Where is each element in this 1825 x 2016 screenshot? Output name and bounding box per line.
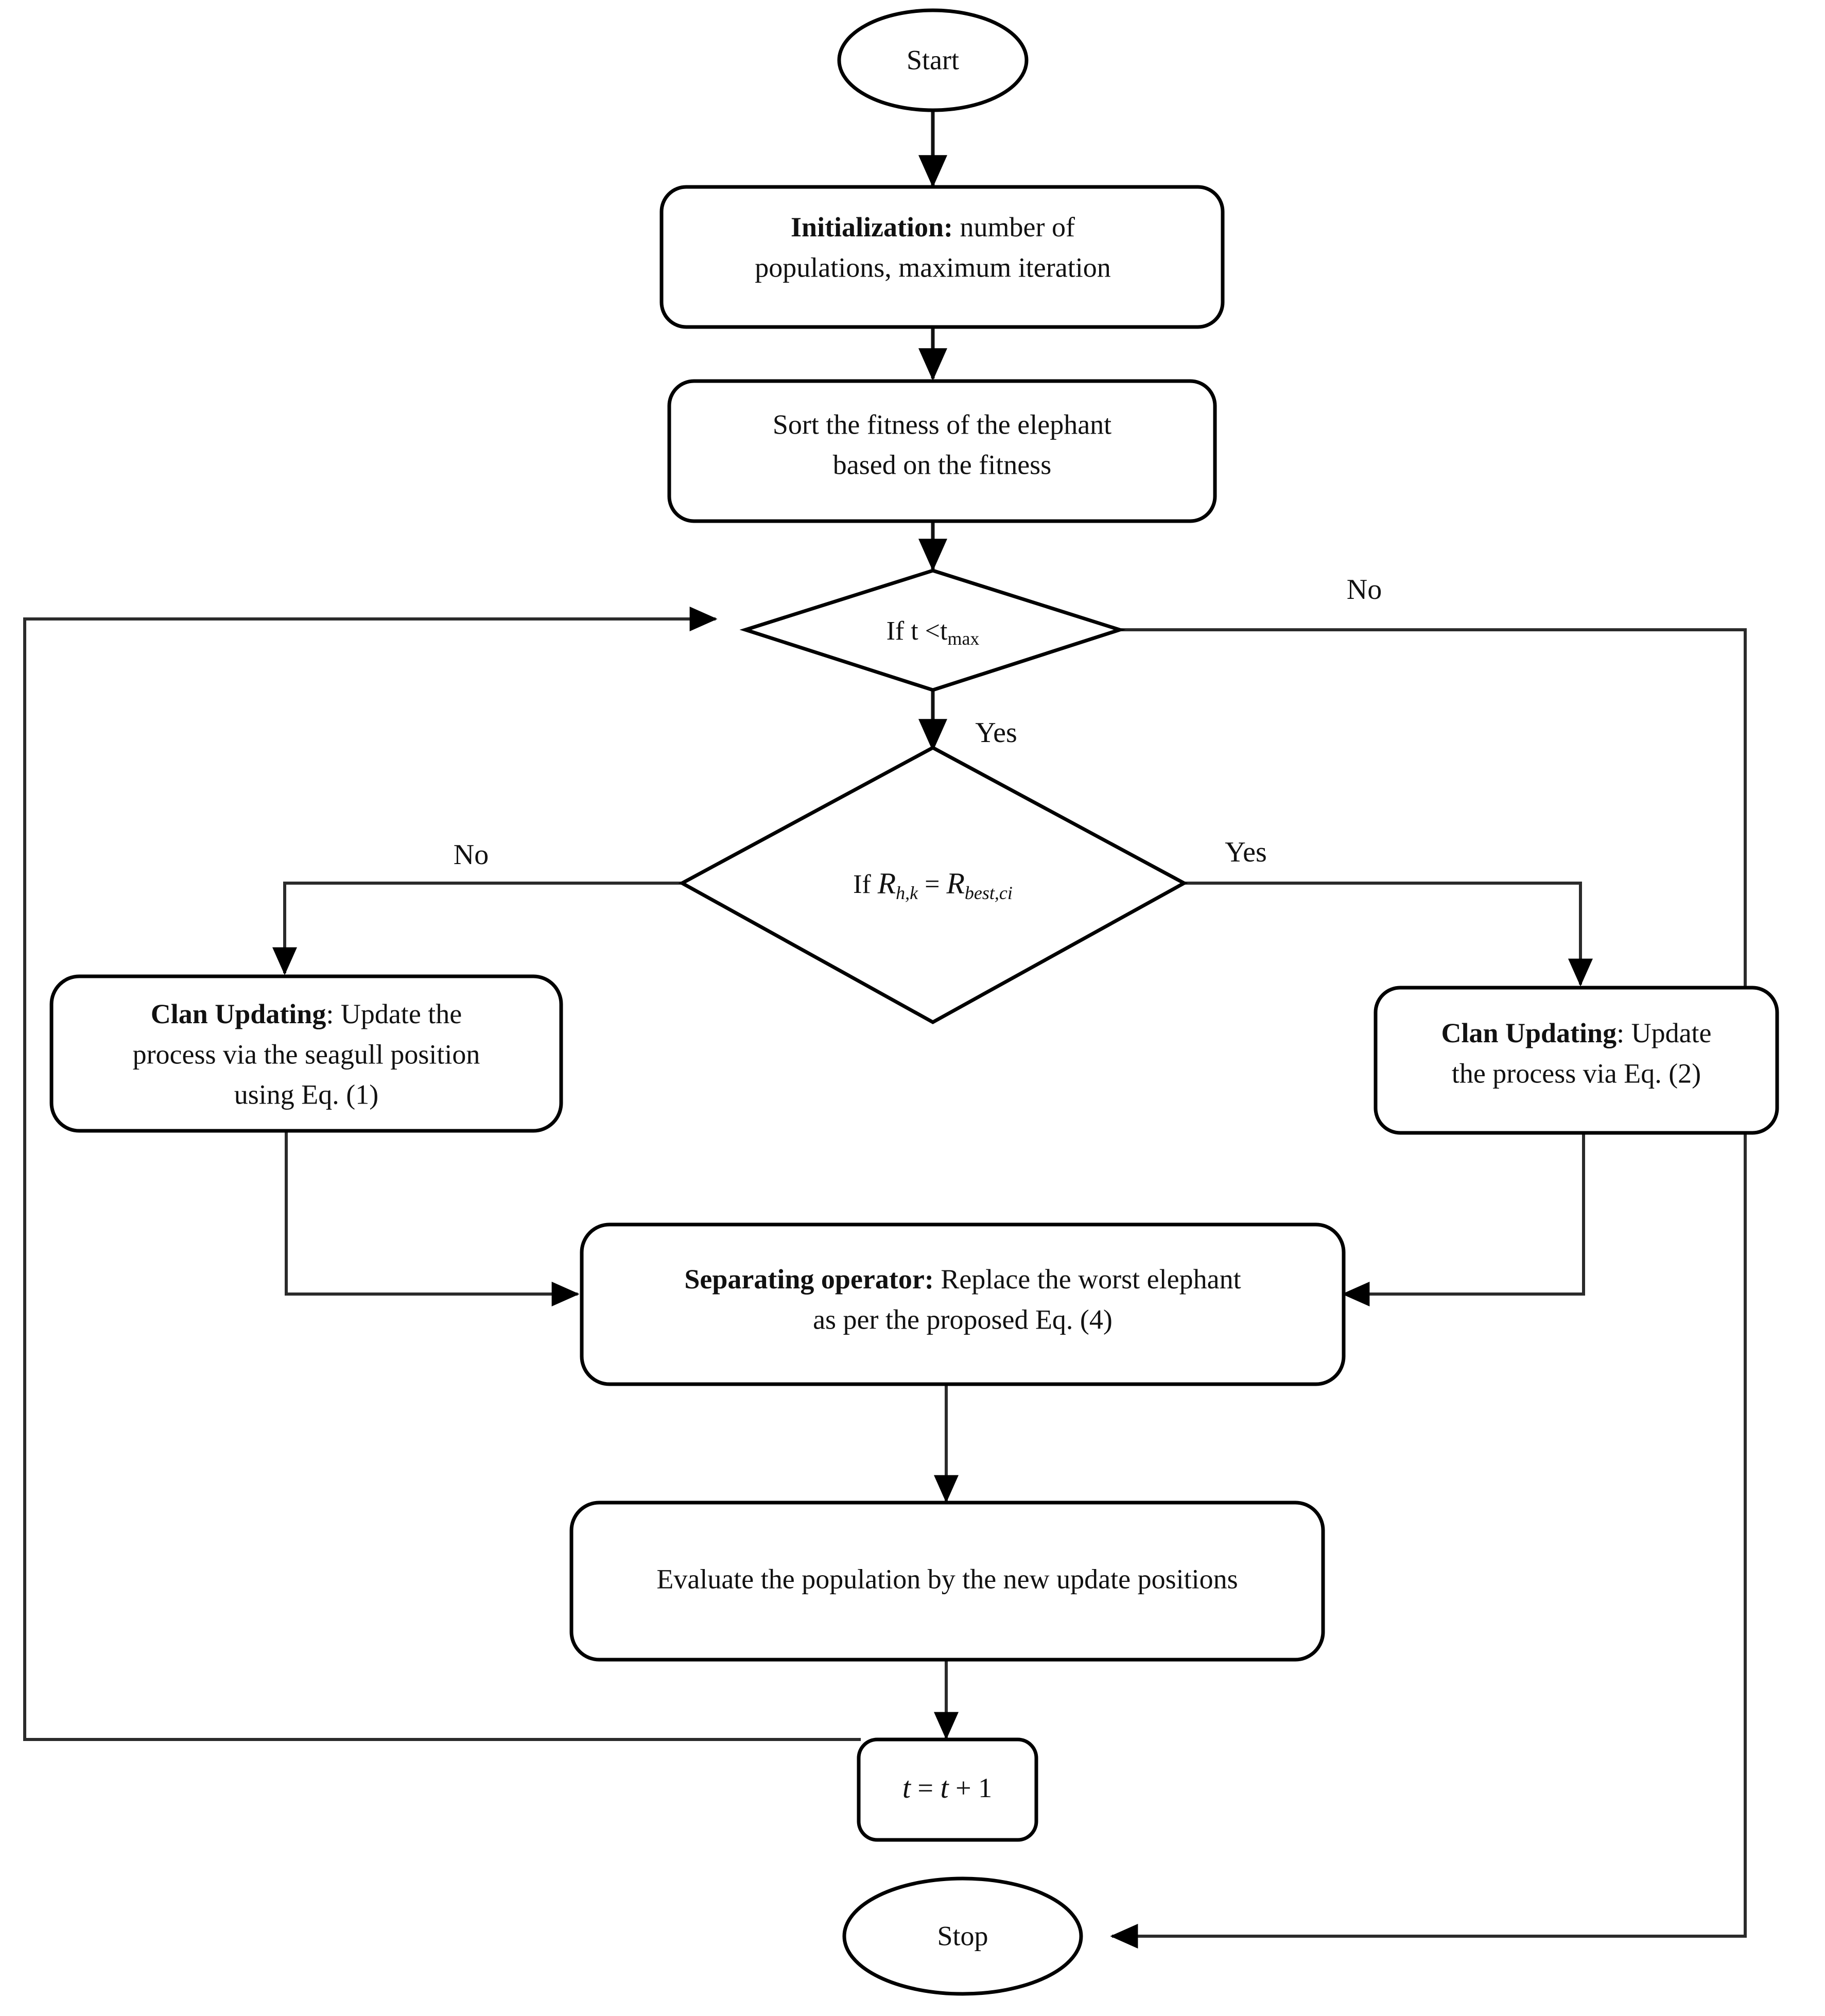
node-sort-fitness[interactable]: Sort the fitness of the elephant based o…: [667, 379, 1217, 523]
clan-left-line3: using Eq. (1): [234, 1079, 378, 1110]
clan-left-box: [49, 974, 563, 1133]
node-evaluate[interactable]: Evaluate the population by the new updat…: [569, 1501, 1325, 1662]
decision-best-eq: =: [918, 870, 946, 899]
initialization-line1: Initialization: number of: [791, 212, 1075, 243]
clan-left-bold: Clan Updating: [151, 998, 326, 1029]
edge-clan-left-to-separating: [285, 1131, 580, 1306]
edge-label-best-no: No: [454, 839, 489, 871]
increment-t1: t: [902, 1771, 912, 1804]
separating-line1: Separating operator: Replace the worst e…: [684, 1264, 1241, 1295]
edge-decision-best-yes-to-clan-right: [1181, 882, 1593, 987]
decision-best-label: If Rh,k = Rbest,ci: [853, 867, 1013, 903]
node-decision-iter[interactable]: If t <tmax: [739, 568, 1126, 692]
initialization-box: [659, 185, 1225, 329]
initialization-line2: populations, maximum iteration: [755, 252, 1110, 283]
clan-right-line2: the process via Eq. (2): [1452, 1058, 1701, 1089]
node-decision-best[interactable]: If Rh,k = Rbest,ci: [678, 746, 1188, 1025]
decision-iter-diamond: [739, 568, 1126, 692]
node-clan-right[interactable]: Clan Updating: Update the process via Eq…: [1374, 986, 1779, 1135]
decision-best-r2: R: [946, 867, 964, 900]
edge-label-iter-no: No: [1347, 574, 1382, 606]
edge-label-iter-yes: Yes: [975, 717, 1017, 749]
edge-label-best-yes: Yes: [1225, 836, 1266, 868]
start-label: Start: [907, 44, 959, 75]
clan-left-line2: process via the seagull position: [133, 1039, 480, 1070]
clan-right-box: [1374, 986, 1779, 1135]
edge-clan-right-to-separating: [1342, 1133, 1585, 1306]
decision-best-r2-sub: best,ci: [965, 883, 1013, 903]
increment-t2: t: [941, 1771, 950, 1804]
clan-left-line1: Clan Updating: Update the: [151, 998, 462, 1029]
sort-fitness-line2: based on the fitness: [833, 449, 1051, 480]
decision-best-r1-sub: h,k: [896, 883, 918, 903]
edge-increment-to-decision-iter: [23, 607, 861, 1741]
node-start[interactable]: Start: [837, 8, 1029, 112]
separating-bold: Separating operator:: [684, 1264, 933, 1295]
edge-decision-best-no-to-clan-left: [272, 882, 685, 975]
edge-decision-iter-no-to-stop: [1110, 628, 1747, 1949]
increment-plus: + 1: [949, 1772, 992, 1803]
node-clan-left[interactable]: Clan Updating: Update the process via th…: [49, 974, 563, 1133]
decision-iter-sub: max: [947, 628, 979, 649]
sort-fitness-box: [667, 379, 1217, 523]
node-increment[interactable]: t = t + 1: [857, 1737, 1038, 1842]
increment-label: t = t + 1: [902, 1771, 992, 1804]
separating-rest: Replace the worst elephant: [934, 1264, 1241, 1295]
sort-fitness-line1: Sort the fitness of the elephant: [773, 409, 1111, 440]
stop-label: Stop: [937, 1920, 988, 1951]
decision-best-if: If: [853, 870, 878, 899]
evaluate-label: Evaluate the population by the new updat…: [656, 1563, 1238, 1594]
node-separating[interactable]: Separating operator: Replace the worst e…: [580, 1222, 1346, 1386]
separating-box: [580, 1222, 1346, 1386]
node-stop[interactable]: Stop: [842, 1876, 1083, 1996]
separating-line2: as per the proposed Eq. (4): [813, 1304, 1113, 1335]
decision-iter-main: If t <t: [887, 616, 948, 646]
clan-right-line1: Clan Updating: Update: [1441, 1018, 1711, 1048]
stop-ellipse: [842, 1876, 1083, 1996]
evaluate-box: [569, 1501, 1325, 1662]
decision-best-r1: R: [877, 867, 896, 900]
node-initialization[interactable]: Initialization: number of populations, m…: [659, 185, 1225, 329]
initialization-rest: number of: [953, 212, 1075, 243]
clan-left-rest: : Update the: [326, 998, 462, 1029]
clan-right-bold: Clan Updating: [1441, 1018, 1617, 1048]
decision-best-diamond: [678, 746, 1188, 1025]
increment-box: [857, 1737, 1038, 1842]
start-ellipse: [837, 8, 1029, 112]
increment-eq: =: [911, 1772, 940, 1803]
initialization-bold: Initialization:: [791, 212, 953, 243]
decision-iter-label: If t <tmax: [887, 616, 980, 649]
clan-right-rest: : Update: [1617, 1018, 1711, 1048]
